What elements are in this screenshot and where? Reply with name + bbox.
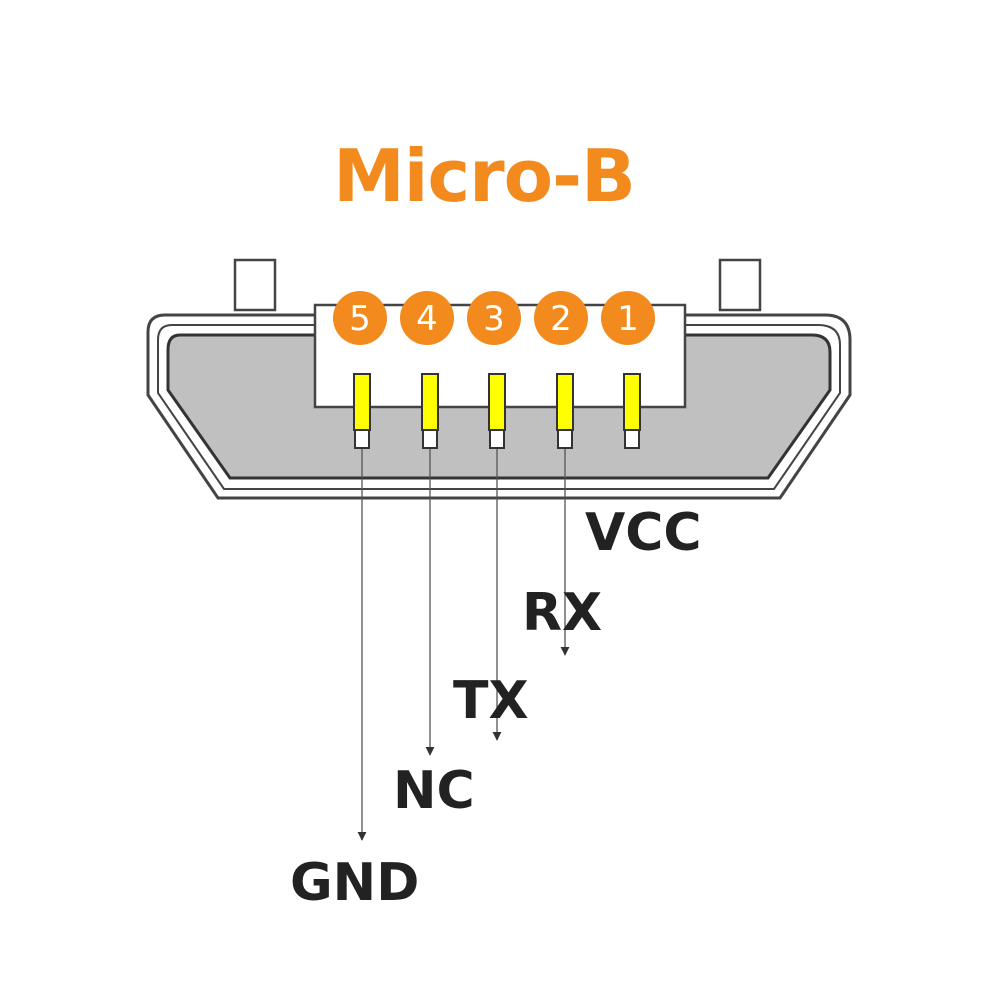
right-mounting-tab [718, 258, 762, 312]
pin-number-5: 5 [349, 299, 371, 339]
pin-tail-1 [624, 429, 640, 449]
pin-label-gnd: GND [290, 853, 419, 913]
pin-label-vcc: VCC [585, 503, 702, 563]
pin-contact-1 [623, 373, 641, 431]
diagram-title: Micro-B [333, 134, 636, 218]
pin-number-4: 4 [416, 299, 438, 339]
pin-number-2: 2 [550, 299, 572, 339]
pin-contact-2 [556, 373, 574, 431]
pin-tail-2 [557, 429, 573, 449]
pin-number-badge-5 [333, 291, 387, 345]
pin-tail-4 [422, 429, 438, 449]
pin-tail-5 [354, 429, 370, 449]
pin-number-3: 3 [483, 299, 505, 339]
pin-contact-5 [353, 373, 371, 431]
pin-contact-3 [488, 373, 506, 431]
pin-tail-3 [489, 429, 505, 449]
pin-contact-4 [421, 373, 439, 431]
pin-label-rx: RX [522, 583, 602, 643]
pin-number-badge-4 [400, 291, 454, 345]
pin-number-1: 1 [617, 299, 639, 339]
pin-number-badge-2 [534, 291, 588, 345]
pin-label-tx: TX [453, 671, 529, 731]
left-mounting-tab [233, 258, 277, 312]
pin-number-badge-1 [601, 291, 655, 345]
pin-label-nc: NC [393, 761, 475, 821]
pin-number-badge-3 [467, 291, 521, 345]
